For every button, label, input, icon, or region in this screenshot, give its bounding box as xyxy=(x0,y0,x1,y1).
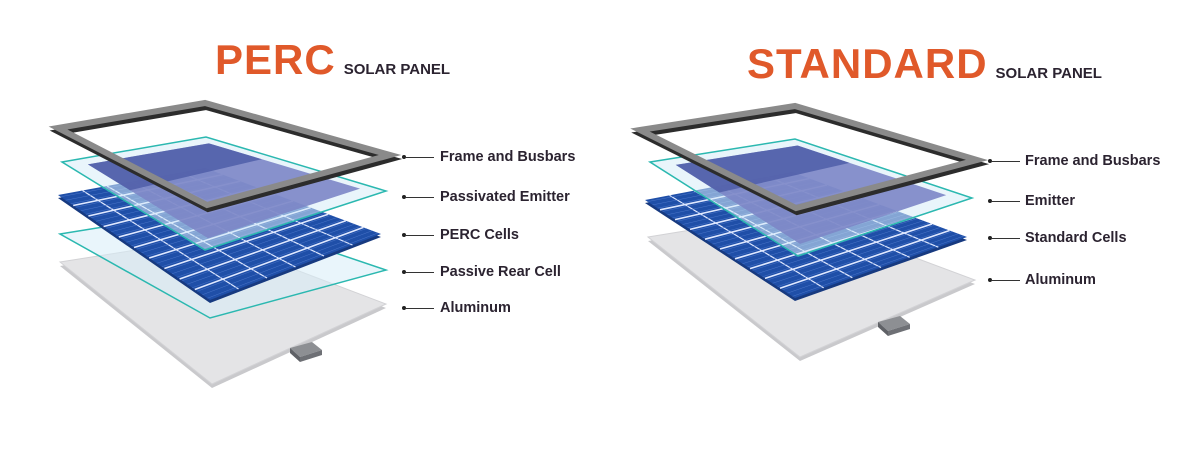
junction-box-side xyxy=(290,348,300,362)
frame-shadow xyxy=(49,103,403,213)
perc-layer-label: Passivated Emitter xyxy=(440,189,570,205)
standard-title-sub: SOLAR PANEL xyxy=(995,65,1102,82)
standard-layer-label: Standard Cells xyxy=(1025,230,1127,246)
frame-shadow xyxy=(631,106,990,216)
leader-line xyxy=(406,157,434,158)
perc-layer-label: Frame and Busbars xyxy=(440,149,576,165)
finger-line xyxy=(197,228,367,292)
frame-layer xyxy=(630,102,989,212)
finger-line xyxy=(176,219,343,278)
label-dot xyxy=(988,199,992,203)
finger-line xyxy=(757,220,924,274)
leader-line xyxy=(406,308,434,309)
finger-line xyxy=(166,215,332,271)
leader-line xyxy=(992,161,1020,162)
perc-title: PERC SOLAR PANEL xyxy=(215,36,450,84)
finger-line xyxy=(762,222,930,278)
leader-line xyxy=(992,238,1020,239)
standard-layer-label: Frame and Busbars xyxy=(1025,153,1161,169)
finger-line xyxy=(192,226,361,288)
junction-box-side xyxy=(878,322,888,336)
finger-line xyxy=(782,231,953,291)
finger-line xyxy=(777,229,947,287)
finger-line xyxy=(171,217,338,274)
leader-line xyxy=(992,201,1020,202)
leader-line xyxy=(406,235,434,236)
finger-line xyxy=(767,224,935,281)
label-dot xyxy=(402,233,406,237)
junction-box xyxy=(290,342,322,357)
label-dot xyxy=(402,306,406,310)
label-dot xyxy=(402,155,406,159)
perc-title-main: PERC xyxy=(215,36,336,83)
perc-layer-label: Passive Rear Cell xyxy=(440,264,561,280)
cell-gap xyxy=(669,194,824,289)
leader-line xyxy=(406,197,434,198)
leader-line xyxy=(992,280,1020,281)
standard-title-main: STANDARD xyxy=(747,40,988,87)
standard-title: STANDARD SOLAR PANEL xyxy=(747,40,1102,88)
finger-line xyxy=(787,233,959,294)
finger-line xyxy=(772,227,941,284)
label-dot xyxy=(988,159,992,163)
finger-line xyxy=(161,212,326,267)
label-dot xyxy=(988,278,992,282)
perc-layer-label: PERC Cells xyxy=(440,227,519,243)
leader-line xyxy=(406,272,434,273)
label-dot xyxy=(402,195,406,199)
label-dot xyxy=(402,270,406,274)
junction-box-front xyxy=(888,324,910,336)
perc-title-sub: SOLAR PANEL xyxy=(343,61,451,78)
cell-gap xyxy=(82,189,239,290)
emitter-shadow xyxy=(675,145,850,193)
finger-line xyxy=(182,221,349,281)
junction-box-front xyxy=(300,350,322,362)
finger-line xyxy=(792,235,965,297)
emitter-shadow xyxy=(87,143,262,191)
perc-layer-label: Aluminum xyxy=(440,300,511,316)
finger-line xyxy=(202,230,373,295)
frame-layer xyxy=(48,99,402,209)
junction-box xyxy=(878,316,910,331)
standard-layer-label: Aluminum xyxy=(1025,272,1096,288)
label-dot xyxy=(988,236,992,240)
standard-layer-label: Emitter xyxy=(1025,193,1075,209)
finger-line xyxy=(187,223,355,285)
finger-line xyxy=(207,232,379,299)
